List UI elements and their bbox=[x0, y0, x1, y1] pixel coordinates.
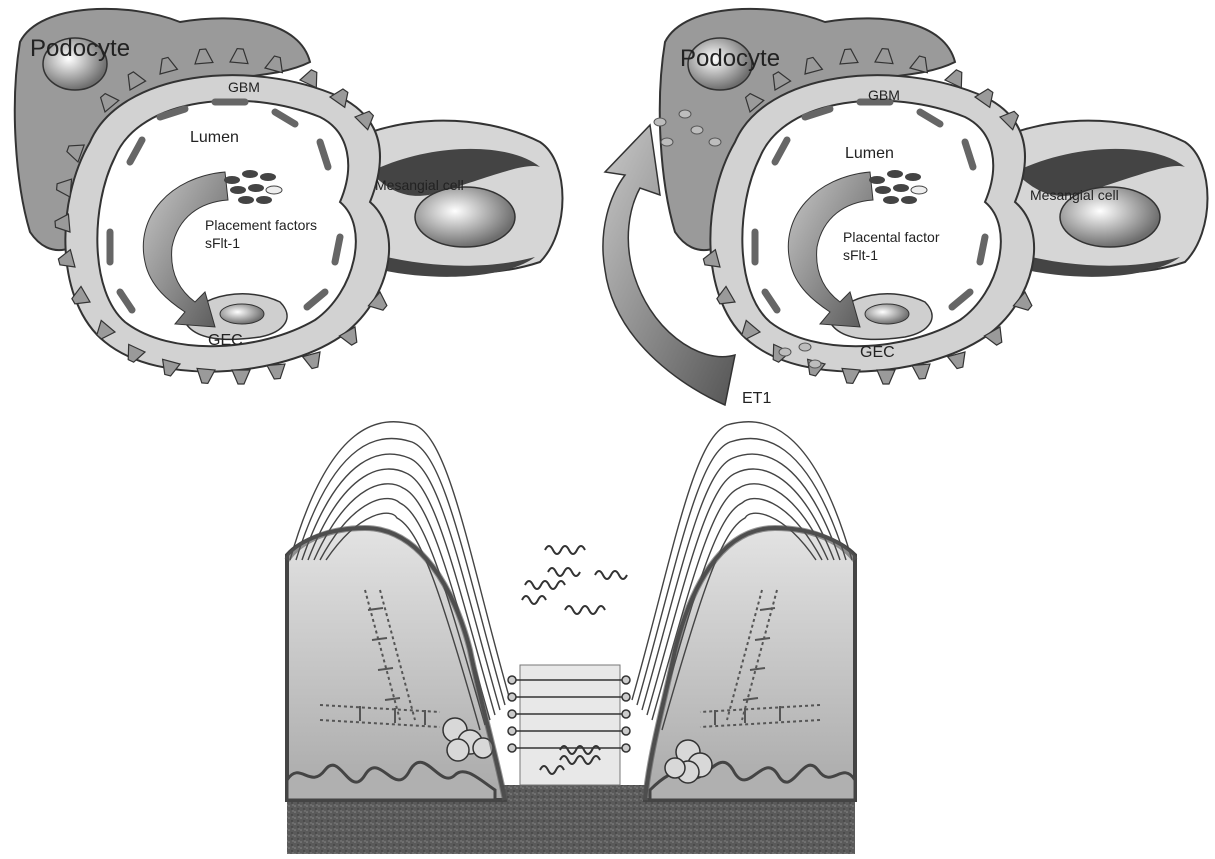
right-factor-label: Placental factor bbox=[843, 229, 940, 245]
left-factor-label: Placement factors bbox=[205, 217, 317, 233]
slit-space bbox=[520, 665, 620, 785]
left-sflt-label: sFlt-1 bbox=[205, 235, 240, 251]
right-podocyte-label: Podocyte bbox=[680, 45, 780, 72]
slit-diaphragm-panel bbox=[287, 422, 855, 854]
left-podocyte-label: Podocyte bbox=[30, 35, 130, 62]
right-lumen-label: Lumen bbox=[845, 145, 894, 162]
free-coiled-proteins bbox=[522, 546, 627, 614]
right-gec-label: GEC bbox=[860, 344, 895, 361]
et1-label: ET1 bbox=[742, 390, 771, 407]
left-gec-label: GEC bbox=[208, 332, 243, 349]
left-lumen-label: Lumen bbox=[190, 129, 239, 146]
left-gbm-label: GBM bbox=[228, 79, 260, 95]
right-sflt-label: sFlt-1 bbox=[843, 247, 878, 263]
left-mesangial-label: Mesangial cell bbox=[375, 177, 464, 193]
right-capillary-panel: Podocyte GBM Lumen Mesangial cell Placen… bbox=[654, 9, 1208, 384]
left-capillary-panel: Podocyte GBM Lumen Mesangial cell Placem… bbox=[15, 9, 563, 384]
right-mesangial-label: Mesangial cell bbox=[1030, 187, 1119, 203]
right-gbm-label: GBM bbox=[868, 87, 900, 103]
